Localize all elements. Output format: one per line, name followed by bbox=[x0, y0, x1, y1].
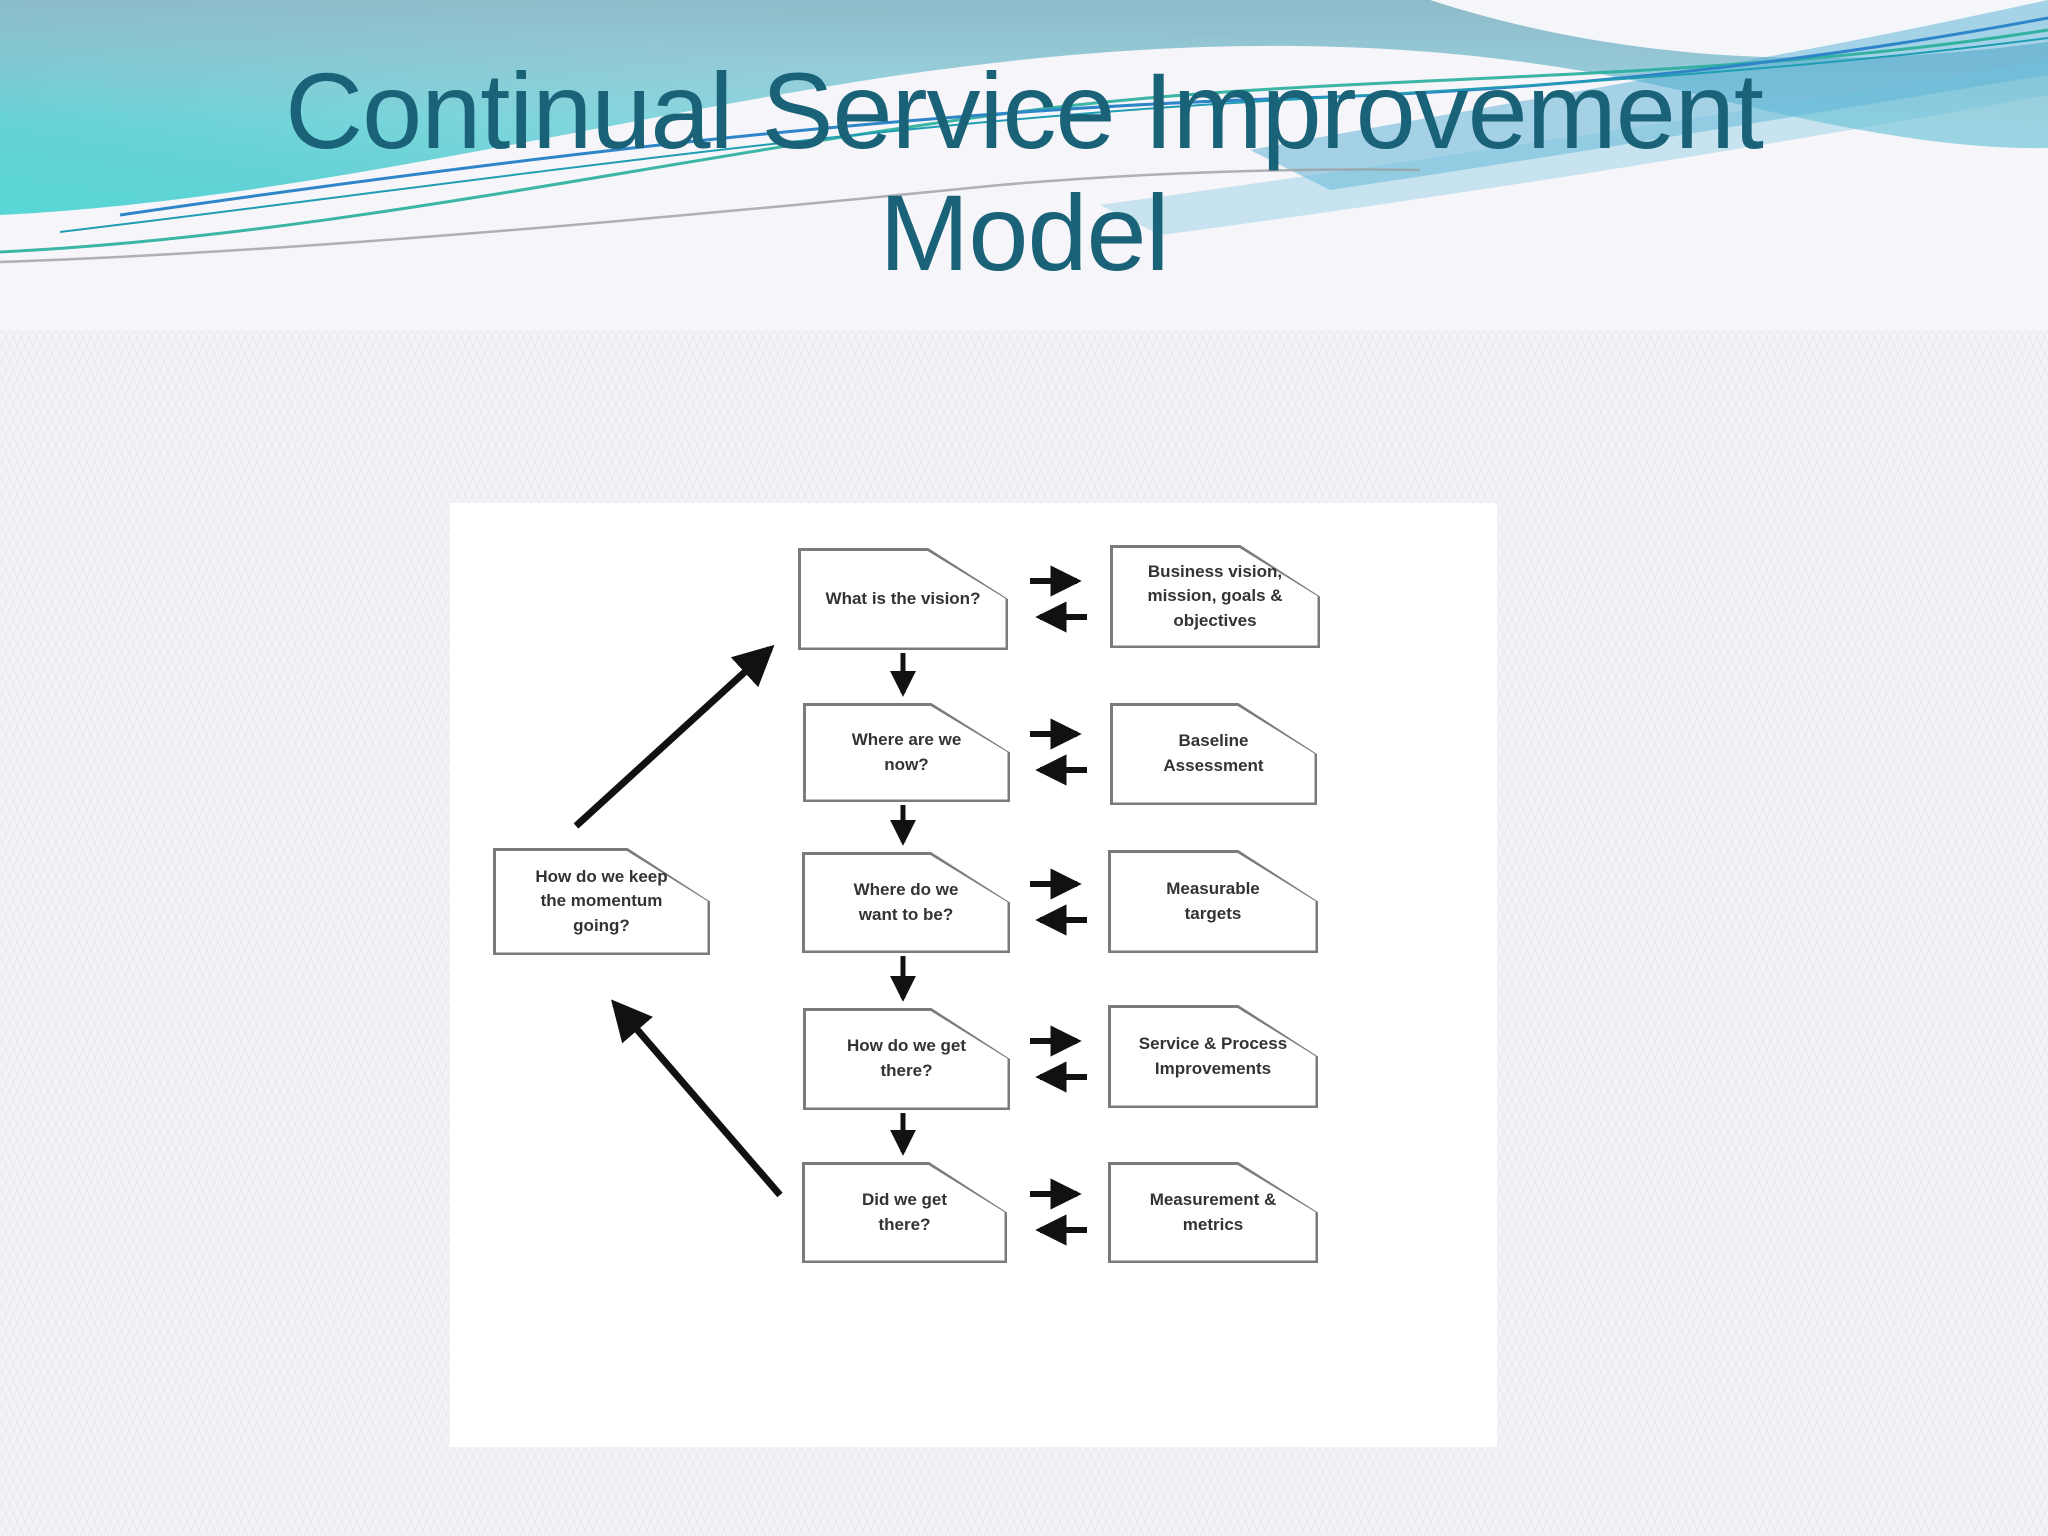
flow-card-label: Where are we now? bbox=[851, 729, 962, 774]
output-card-label: Measurement & metrics bbox=[1149, 1189, 1277, 1234]
flow-card-how-get-there: How do we get there? bbox=[803, 1008, 1010, 1110]
flow-card-where-want: Where do we want to be? bbox=[802, 852, 1010, 953]
output-card-label: Measurable targets bbox=[1166, 878, 1260, 923]
output-card-label: Baseline Assessment bbox=[1163, 731, 1264, 775]
output-card-measurement-metrics: Measurement & metrics bbox=[1108, 1162, 1318, 1263]
loop-arrow-to-momentum bbox=[611, 999, 783, 1198]
flow-card-vision: What is the vision? bbox=[798, 548, 1008, 650]
loop-arrow-to-vision bbox=[573, 644, 775, 829]
thin-line-green bbox=[0, 28, 2048, 254]
title-line-1: Continual Service Improvement bbox=[285, 50, 1764, 171]
output-card-label: Business vision, mission, goals & object… bbox=[1147, 561, 1283, 630]
flow-card-where-now: Where are we now? bbox=[803, 703, 1010, 802]
flow-card-label: Where do we want to be? bbox=[853, 879, 959, 924]
flow-card-label: How do we get there? bbox=[847, 1036, 966, 1080]
output-card-business-vision: Business vision, mission, goals & object… bbox=[1110, 545, 1320, 648]
title-line-2: Model bbox=[879, 172, 1169, 294]
output-card-measurable-targets: Measurable targets bbox=[1108, 850, 1318, 953]
blue-sweep-band bbox=[1250, 0, 2048, 190]
flow-card-label: Did we get there? bbox=[861, 1189, 947, 1234]
thin-line-blue bbox=[119, 16, 2048, 217]
output-card-baseline-assessment: Baseline Assessment bbox=[1110, 703, 1317, 805]
thin-line-gray bbox=[0, 168, 1421, 264]
flow-card-label: How do we keep the momentum going? bbox=[535, 866, 668, 935]
output-card-label: Service & Process Improvements bbox=[1138, 1033, 1288, 1078]
csi-flowchart-panel: What is the vision? Where are we now? Wh… bbox=[450, 503, 1497, 1447]
thin-line-teal bbox=[59, 37, 2048, 233]
flow-card-did-we-get-there: Did we get there? bbox=[802, 1162, 1007, 1263]
output-card-service-process-improvements: Service & Process Improvements bbox=[1108, 1005, 1318, 1108]
blue-sweep-band-light bbox=[1100, 60, 2048, 235]
flow-card-label: What is the vision? bbox=[825, 588, 981, 608]
flow-card-keep-momentum: How do we keep the momentum going? bbox=[493, 848, 710, 955]
header-wave-banner bbox=[0, 0, 2048, 330]
page-title: Continual Service Improvement Model bbox=[0, 50, 2048, 294]
flowchart-arrows bbox=[573, 565, 1087, 1246]
